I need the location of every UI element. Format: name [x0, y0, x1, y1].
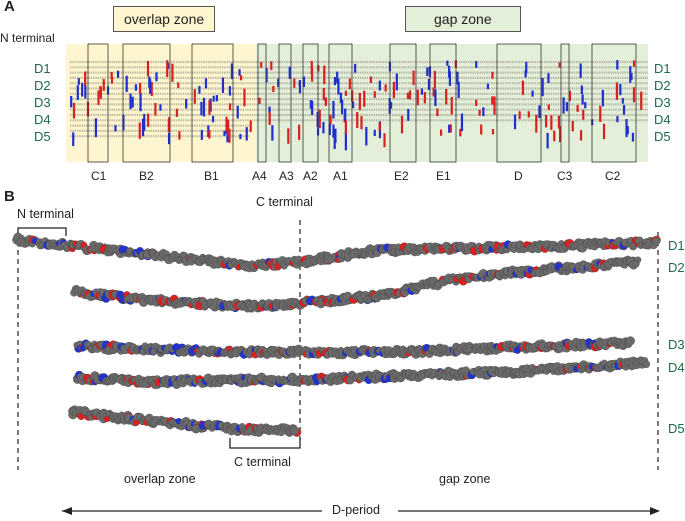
region-label-a3: A3: [279, 169, 294, 183]
panel-b-c-terminal-label: C terminal: [234, 455, 291, 469]
panel-b-letter: B: [4, 188, 15, 205]
region-label-a2: A2: [303, 169, 318, 183]
panel-b-n-terminal-label: N terminal: [17, 207, 74, 221]
row-label-right-d1: D1: [654, 61, 671, 76]
region-label-d: D: [514, 169, 523, 183]
panel-a-letter: A: [4, 0, 15, 15]
row-label-left-d5: D5: [34, 129, 51, 144]
n-terminal-bracket: [17, 227, 67, 236]
region-label-b2: B2: [139, 169, 154, 183]
molecule-label-d1: D1: [668, 238, 685, 253]
d-period-label: D-period: [326, 503, 386, 517]
overlap-zone-header: overlap zone: [113, 6, 216, 32]
panel-b-gap-zone-label: gap zone: [439, 472, 491, 486]
c-terminal-bracket: [229, 438, 301, 449]
d-period-arrowhead-left: [62, 507, 72, 515]
molecules: [12, 232, 661, 437]
row-label-right-d4: D4: [654, 112, 671, 127]
gap-zone-header: gap zone: [405, 6, 521, 32]
molecule-label-d5: D5: [668, 421, 685, 436]
region-label-e2: E2: [394, 169, 409, 183]
panel-a-n-terminal-label: N terminal: [0, 31, 55, 45]
region-label-c2: C2: [605, 169, 621, 183]
d-period-arrowhead-right: [650, 507, 660, 515]
molecule-label-d4: D4: [668, 360, 685, 375]
row-label-right-d2: D2: [654, 78, 671, 93]
panel-b-overlap-zone-label: overlap zone: [124, 472, 196, 486]
row-label-left-d2: D2: [34, 78, 51, 93]
region-label-e1: E1: [436, 169, 451, 183]
region-label-a1: A1: [333, 169, 348, 183]
row-label-right-d3: D3: [654, 95, 671, 110]
row-label-left-d3: D3: [34, 95, 51, 110]
panel-a-c-terminal-label: C terminal: [256, 195, 313, 209]
row-label-right-d5: D5: [654, 129, 671, 144]
region-label-a4: A4: [252, 169, 267, 183]
region-label-c3: C3: [557, 169, 573, 183]
row-label-left-d4: D4: [34, 112, 51, 127]
region-label-b1: B1: [204, 169, 219, 183]
molecule-label-d2: D2: [668, 260, 685, 275]
molecule-label-d3: D3: [668, 337, 685, 352]
row-label-left-d1: D1: [34, 61, 51, 76]
region-label-c1: C1: [91, 169, 107, 183]
region-boxes: [87, 43, 637, 163]
